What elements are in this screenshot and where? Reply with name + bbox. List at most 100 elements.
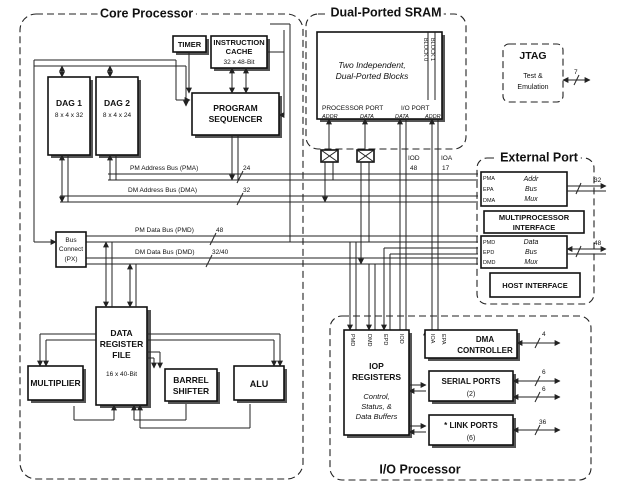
data-mux-width: 48: [594, 240, 602, 247]
jtag-bus-width: 7: [574, 69, 578, 76]
address-mux-dma: DMA: [483, 198, 496, 204]
dag1-label: DAG 1: [56, 98, 82, 108]
multiprocessor-label1: MULTIPROCESSOR: [499, 213, 570, 222]
jtag-title: JTAG: [519, 50, 546, 62]
link-ports-block: [428, 414, 514, 446]
dma-controller-label1: DMA: [476, 335, 494, 344]
address-bus-mux-block: [480, 171, 568, 207]
instruction-cache-label1: INSTRUCTION: [213, 38, 264, 47]
pm-address-bus: PM Address Bus (PMA) 24: [108, 165, 478, 181]
instruction-cache-label2: CACHE: [226, 47, 253, 56]
iop-registers-label2: REGISTERS: [352, 372, 401, 382]
sram-addr2: ADDR: [424, 114, 441, 120]
dag1-block: [47, 76, 91, 156]
sram-block1-label: BLOCK 1: [429, 38, 435, 61]
dm-address-bus-label: DM Address Bus (DMA): [128, 187, 197, 194]
pm-data-bus-width: 48: [216, 227, 224, 234]
iod-bus-label: IOD: [408, 155, 420, 162]
jtag-line2: Emulation: [517, 84, 548, 91]
data-mux-epd: EPD: [483, 250, 494, 256]
instruction-cache-size: 32 x 48-Bit: [223, 59, 254, 66]
timer-label: TIMER: [178, 40, 202, 49]
address-mux-epa: EPA: [483, 187, 494, 193]
core-processor-region: [19, 13, 304, 480]
sram-description1: Two Independent,: [338, 60, 405, 70]
iop-registers-block: [343, 329, 410, 436]
dma-epa-label: EPA: [440, 334, 446, 345]
dma-controller-width: 4: [542, 331, 546, 338]
instruction-cache-block: [210, 35, 268, 69]
data-register-file-label2: REGISTER: [100, 339, 143, 349]
iop-iod-label: IOD: [398, 334, 404, 344]
iop-pmd-label: PMD: [349, 334, 355, 346]
pm-address-bus-width: 24: [243, 165, 251, 172]
iop-dmd-label: DMD: [366, 334, 372, 347]
serial-ports-label2: (2): [467, 391, 476, 398]
address-mux-width: 32: [594, 177, 602, 184]
iop-epd-label: EPD: [382, 334, 388, 345]
iop-registers-label1: IOP: [369, 361, 384, 371]
dma-controller-block: [424, 329, 518, 359]
sram-block0-label: BLOCK 0: [422, 38, 428, 61]
core-processor-title: Core Processor: [100, 6, 193, 20]
data-mux-label1: Data: [524, 239, 539, 246]
dm-data-bus-label: DM Data Bus (DMD): [135, 249, 195, 256]
data-mux-label3: Mux: [524, 259, 538, 266]
address-mux-label1: Addr: [523, 176, 539, 183]
data-mux-pmd: PMD: [483, 240, 495, 246]
data-register-file-block: [95, 306, 148, 406]
sram-io-port: I/O PORT: [401, 105, 429, 112]
dag2-block: [95, 76, 139, 156]
serial-ports-width2: 6: [542, 386, 546, 393]
data-register-file-size: 16 x 40-Bit: [106, 371, 137, 378]
pm-data-bus-label: PM Data Bus (PMD): [135, 227, 194, 234]
sequencer-connections: [186, 23, 291, 242]
bus-connect-label3: (PX): [65, 256, 78, 263]
alu-label: ALU: [250, 379, 269, 389]
dma-ioa-label: IOA: [429, 334, 435, 344]
link-ports-label2: (6): [467, 435, 476, 442]
external-port-region: [476, 157, 595, 305]
host-interface-label: HOST INTERFACE: [502, 281, 567, 290]
sram-data2: DATA: [395, 114, 409, 120]
dual-ported-sram-region: [305, 13, 467, 150]
bus-width-ticks: [205, 170, 244, 268]
iop-registers-label3: Control,: [363, 392, 389, 401]
dma-controller-label2: CONTROLLER: [457, 346, 513, 355]
data-bus-mux-block: [480, 235, 568, 269]
program-sequencer-label2: SEQUENCER: [209, 114, 263, 124]
barrel-shifter-label1: BARREL: [173, 375, 208, 385]
host-interface-block: [489, 272, 581, 298]
data-mux-label2: Bus: [525, 249, 538, 256]
pm-address-bus-label: PM Address Bus (PMA): [130, 165, 198, 172]
register-file-connections: [37, 241, 283, 429]
ioa-bus-width: 17: [442, 165, 450, 172]
bus-connect-block: [55, 231, 87, 268]
program-sequencer-label1: PROGRAM: [213, 103, 257, 113]
data-mux-dmd: DMD: [483, 260, 496, 266]
multiplier-label: MULTIPLIER: [30, 378, 80, 388]
sram-processor-port: PROCESSOR PORT: [322, 105, 383, 112]
dag2-size: 8 x 4 x 24: [103, 112, 132, 119]
io-processor-title: I/O Processor: [379, 462, 460, 476]
address-mux-label3: Mux: [524, 196, 538, 203]
iop-bus-connections: [347, 242, 478, 331]
bus-connect-label1: Bus: [65, 237, 77, 244]
sram-port-switches: [320, 118, 439, 330]
pm-data-bus: PM Data Bus (PMD) 48: [86, 227, 478, 243]
link-ports-width: 36: [539, 419, 547, 426]
dag-connections: [33, 59, 191, 242]
serial-ports-width1: 6: [542, 369, 546, 376]
data-register-file-label1: DATA: [110, 328, 132, 338]
address-mux-pma: PMA: [483, 176, 495, 182]
dm-data-bus-width: 32/40: [212, 249, 229, 256]
address-mux-label2: Bus: [525, 186, 538, 193]
bus-connect-label2: Connect: [59, 246, 83, 253]
sram-description2: Dual-Ported Blocks: [336, 71, 410, 81]
jtag-region: [502, 43, 564, 103]
iop-registers-label4: Status, &: [361, 402, 391, 411]
data-register-file-label3: FILE: [112, 350, 131, 360]
dm-data-bus: DM Data Bus (DMD) 32/40: [86, 249, 478, 265]
ioa-bus-label: IOA: [441, 155, 453, 162]
